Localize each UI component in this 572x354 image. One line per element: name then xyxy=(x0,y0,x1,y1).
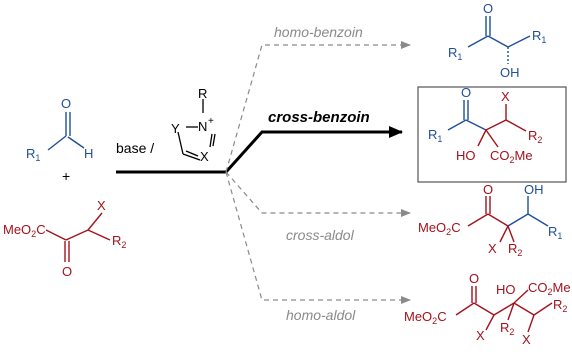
label-cross-benzoin: cross-benzoin xyxy=(268,109,370,126)
homo-aldol-r2: R2 xyxy=(500,320,514,337)
label-cross-aldol: cross-aldol xyxy=(286,227,355,243)
ketoester-x: X xyxy=(97,198,106,213)
homo-benzoin-r1-right: R1 xyxy=(532,28,546,45)
aldehyde-r1: R1 xyxy=(26,146,40,163)
cross-aldol-o: O xyxy=(483,182,493,197)
homo-aldol-meo2c: MeO2C xyxy=(404,309,447,326)
homo-benzoin-product xyxy=(467,16,531,64)
homo-aldol-x-left: X xyxy=(476,328,485,343)
catalyst-r: R xyxy=(198,86,207,101)
cross-aldol-product xyxy=(467,196,549,243)
cross-aldol-x: X xyxy=(488,241,497,256)
homo-benzoin-r1-left: R1 xyxy=(448,45,462,62)
cross-benzoin-ho: HO xyxy=(456,148,476,163)
catalyst-n: N xyxy=(198,119,207,134)
homo-aldol-x-right: X xyxy=(522,332,531,347)
homo-benzoin-o: O xyxy=(483,1,493,16)
aldehyde-oxygen: O xyxy=(61,96,71,111)
homo-aldol-r2-right: R2 xyxy=(553,297,567,314)
cross-aldol-r2: R2 xyxy=(508,241,522,258)
cross-aldol-oh: OH xyxy=(524,182,544,197)
ketoester-structure xyxy=(45,212,111,262)
ketoester-r2: R2 xyxy=(112,233,126,250)
cross-benzoin-o: O xyxy=(461,85,471,100)
cross-benzoin-r1: R1 xyxy=(428,127,442,144)
azolium-catalyst xyxy=(177,99,216,161)
label-homo-aldol: homo-aldol xyxy=(286,307,356,323)
cross-benzoin-x: X xyxy=(501,89,510,104)
base-label: base / xyxy=(116,140,154,156)
label-homo-benzoin: homo-benzoin xyxy=(274,24,363,40)
homo-aldol-o: O xyxy=(469,271,479,286)
cross-benzoin-arrow xyxy=(224,126,403,174)
plus-sign: + xyxy=(62,168,70,184)
homo-aldol-co2me: CO2Me xyxy=(528,280,571,297)
ketoester-oxygen: O xyxy=(62,264,72,279)
cross-aldol-r1: R1 xyxy=(548,224,562,241)
aldehyde-structure xyxy=(47,112,85,151)
cross-benzoin-co2me: CO2Me xyxy=(490,148,533,165)
aldehyde-hydrogen: H xyxy=(84,146,93,161)
homo-aldol-ho: HO xyxy=(496,282,516,297)
homo-aldol-product xyxy=(455,286,553,333)
cross-benzoin-box xyxy=(417,86,567,183)
cross-aldol-meo2c: MeO2C xyxy=(418,220,461,237)
cross-aldol-arrow xyxy=(225,171,411,217)
catalyst-charge: + xyxy=(208,116,214,127)
ketoester-meo2c: MeO2C xyxy=(3,222,46,239)
catalyst-x: X xyxy=(200,149,209,164)
cross-benzoin-product xyxy=(447,100,527,148)
homo-benzoin-oh: OH xyxy=(500,65,520,80)
catalyst-y: Y xyxy=(171,121,180,136)
cross-benzoin-r2: R2 xyxy=(528,128,542,145)
